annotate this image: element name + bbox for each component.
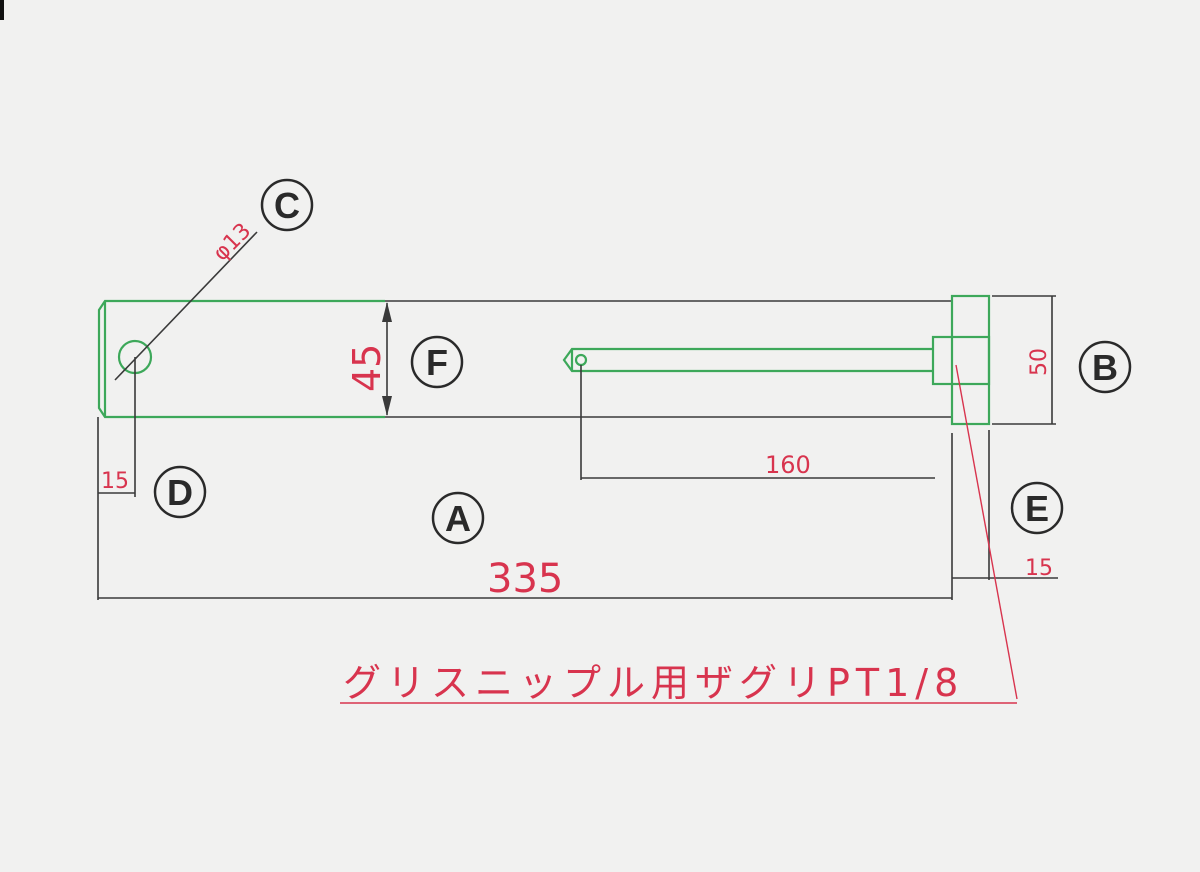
overall-length-dim: 335 [487, 556, 563, 602]
main-bar [97, 299, 952, 419]
label-d: D [153, 465, 207, 519]
scan-edge-mark [0, 0, 4, 20]
block-thickness-dim: 15 [1025, 556, 1053, 581]
label-e: E [1010, 481, 1064, 535]
width-dim: 45 [345, 344, 389, 392]
dimension-lines [97, 231, 1058, 600]
svg-text:F: F [426, 342, 448, 383]
grease-nipple-note: グリスニップル用ザグリPT1/8 [343, 661, 964, 705]
svg-text:D: D [167, 472, 193, 513]
grease-channel [562, 347, 933, 373]
note-leader [955, 364, 1018, 700]
label-a: A [431, 491, 485, 545]
label-b: B [1078, 340, 1132, 394]
hole-offset-dim: 15 [101, 469, 129, 494]
block-width-dim: 50 [1027, 348, 1052, 376]
label-f: F [410, 335, 464, 389]
label-c: C [260, 178, 314, 232]
svg-text:B: B [1092, 347, 1118, 388]
grease-depth-dim: 160 [765, 451, 811, 479]
hole-diameter-dim: φ13 [209, 219, 257, 267]
svg-text:A: A [445, 498, 471, 539]
svg-text:E: E [1025, 488, 1049, 529]
svg-text:C: C [274, 185, 300, 226]
end-block [931, 294, 991, 426]
